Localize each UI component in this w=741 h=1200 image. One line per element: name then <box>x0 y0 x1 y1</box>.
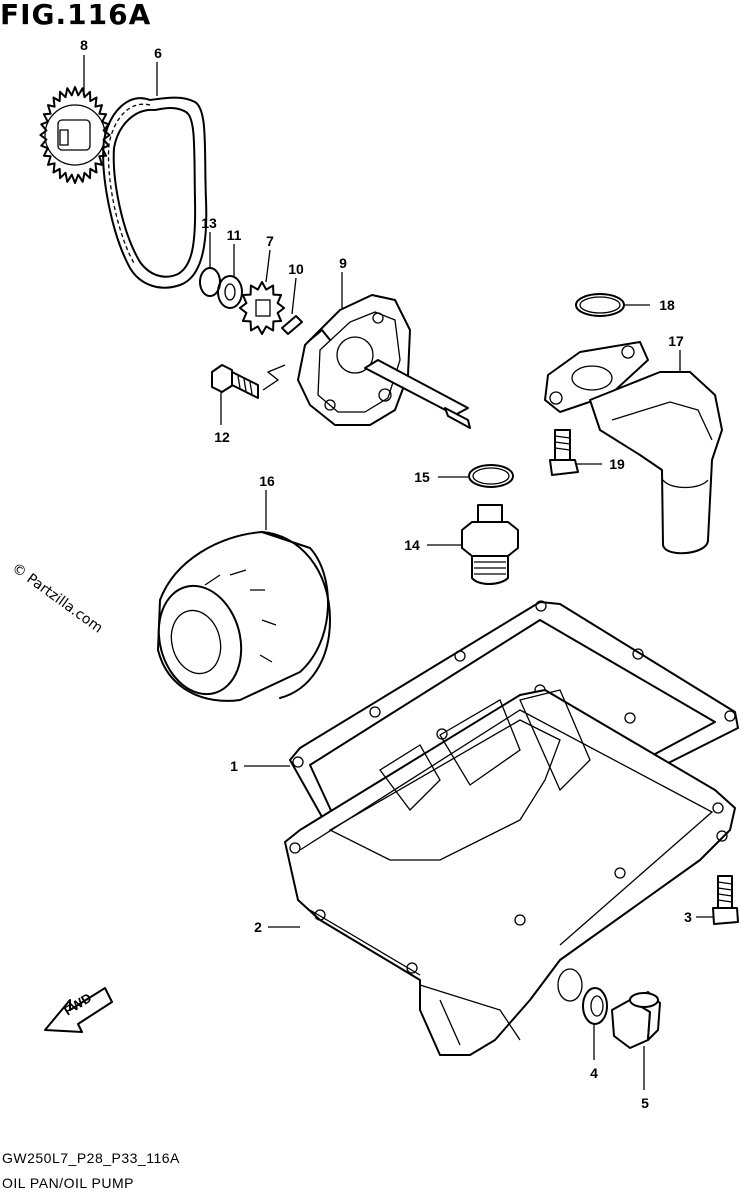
callout-17: 17 <box>668 333 684 349</box>
oil-strainer-part-17 <box>544 341 723 555</box>
callout-18: 18 <box>659 297 675 313</box>
fwd-arrow-icon: FWD <box>44 987 113 1033</box>
callout-7: 7 <box>266 233 274 249</box>
pin-part-10 <box>281 315 303 335</box>
oil-filter-part-16 <box>157 531 331 702</box>
figure-title: FIG.116A <box>0 0 152 31</box>
callout-12: 12 <box>214 429 230 445</box>
callout-4: 4 <box>590 1065 598 1081</box>
o-ring-part-15 <box>468 464 514 488</box>
bolt-part-12 <box>211 364 259 399</box>
oil-pressure-switch-part-14 <box>461 504 519 585</box>
callout-16: 16 <box>259 473 275 489</box>
callout-labels: 8 6 13 11 7 10 9 12 18 17 19 15 14 16 1 … <box>80 37 692 1111</box>
sprocket-part-8 <box>39 86 111 184</box>
callout-9: 9 <box>339 255 347 271</box>
callout-8: 8 <box>80 37 88 53</box>
callout-2: 2 <box>254 919 262 935</box>
callout-6: 6 <box>154 45 162 61</box>
callout-10: 10 <box>288 261 304 277</box>
chain-part-6 <box>102 96 208 289</box>
figure-caption: OIL PAN/OIL PUMP <box>2 1175 134 1191</box>
drain-plug-part-5 <box>611 991 661 1049</box>
callout-14: 14 <box>404 537 420 553</box>
bolt-part-19 <box>549 429 579 476</box>
callout-13: 13 <box>201 215 217 231</box>
reference-code: GW250L7_P28_P33_116A <box>2 1150 180 1166</box>
callout-1: 1 <box>230 758 238 774</box>
o-ring-part-18 <box>575 293 625 317</box>
oil-pan-part-2 <box>284 689 736 1056</box>
circlip-part-13 <box>199 267 221 297</box>
callout-19: 19 <box>609 456 625 472</box>
oil-pump-part-9 <box>262 294 471 429</box>
callout-3: 3 <box>684 909 692 925</box>
bolt-part-3 <box>712 875 739 925</box>
gear-part-7 <box>238 281 286 335</box>
washer-part-4 <box>582 987 608 1025</box>
washer-part-11 <box>217 275 243 309</box>
callout-15: 15 <box>414 469 430 485</box>
leader-lines <box>83 55 714 1090</box>
callout-11: 11 <box>227 227 242 243</box>
callout-5: 5 <box>641 1095 649 1111</box>
